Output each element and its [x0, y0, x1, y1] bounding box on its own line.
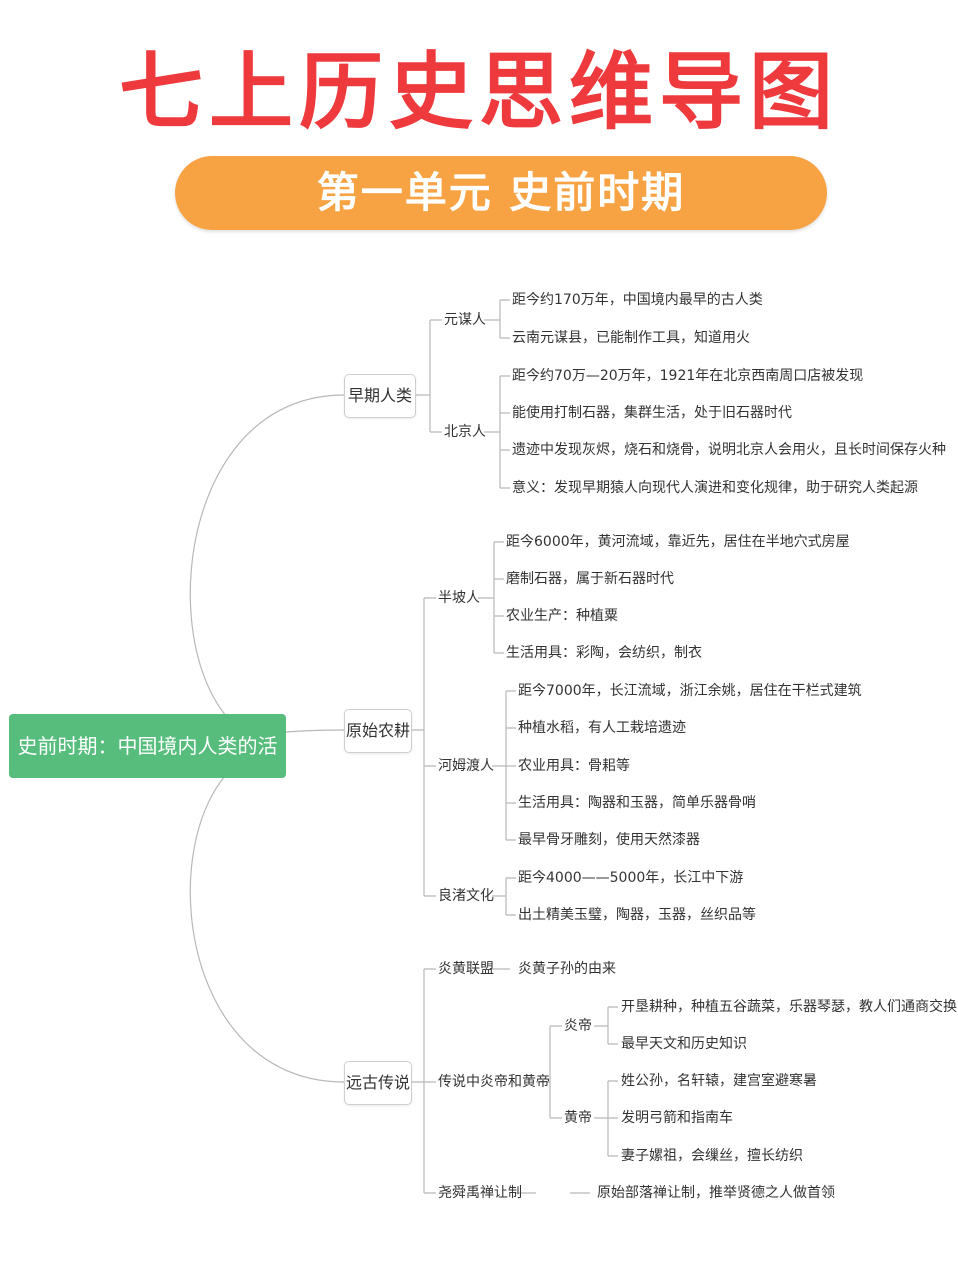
leaf: 能使用打制石器，集群生活，处于旧石器时代 [512, 405, 792, 421]
node-banpo: 半坡人 [438, 590, 480, 606]
unit-banner: 第一单元 史前时期 [175, 156, 827, 230]
leaf: 意义：发现早期猿人向现代人演进和变化规律，助于研究人类起源 [512, 480, 918, 496]
branch-label: 远古传说 [345, 1073, 410, 1092]
leaf: 生活用具：彩陶，会纺织，制衣 [506, 645, 702, 661]
leaf: 妻子嫘祖，会缫丝，擅长纺织 [621, 1148, 803, 1164]
root-node: 史前时期：中国境内人类的活动 [9, 714, 286, 822]
branch-label: 早期人类 [347, 386, 412, 405]
leaf: 发明弓箭和指南车 [621, 1110, 733, 1126]
node-yandi: 炎帝 [564, 1018, 592, 1034]
leaf: 农业生产：种植粟 [506, 608, 618, 624]
branch-primitive-farming: 原始农耕 [344, 709, 412, 753]
node-beijing: 北京人 [444, 424, 486, 440]
leaf: 最早天文和历史知识 [621, 1036, 747, 1052]
connector-root-early [189, 394, 345, 747]
unit-title: 第一单元 史前时期 [316, 168, 686, 217]
leaf: 距今6000年，黄河流域，靠近先，居住在半地穴式房屋 [506, 534, 850, 550]
node-hemudu: 河姆渡人 [438, 758, 494, 774]
leaf: 出土精美玉璧，陶器，玉器，丝织品等 [518, 907, 756, 923]
leaf: 最早骨牙雕刻，使用天然漆器 [518, 832, 700, 848]
leaf: 遗迹中发现灰烬，烧石和烧骨，说明北京人会用火，且长时间保存火种 [512, 442, 946, 458]
leaf: 生活用具：陶器和玉器，简单乐器骨哨 [518, 795, 756, 811]
node-yuanmou: 元谋人 [444, 312, 486, 328]
node-abdication: 尧舜禹禅让制 [438, 1185, 522, 1201]
leaf: 云南元谋县，已能制作工具，知道用火 [512, 330, 750, 346]
leaf: 距今4000——5000年，长江中下游 [518, 870, 744, 886]
node-liangzhu: 良渚文化 [438, 888, 494, 904]
leaf: 距今7000年，长江流域，浙江余姚，居住在干栏式建筑 [518, 683, 862, 699]
leaf: 姓公孙，名轩辕，建宫室避寒暑 [621, 1073, 817, 1089]
leaf: 开垦耕种，种植五谷蔬菜，乐器琴瑟，教人们通商交换 [621, 999, 957, 1015]
node-huangdi: 黄帝 [564, 1110, 592, 1126]
node-emperors: 传说中炎帝和黄帝 [438, 1074, 550, 1090]
leaf: 炎黄子孙的由来 [518, 961, 616, 977]
connector-root-legend [189, 745, 345, 1083]
leaf: 种植水稻，有人工栽培遗迹 [518, 720, 686, 736]
branch-ancient-legends: 远古传说 [344, 1061, 412, 1105]
page-title: 七上历史思维导图 [118, 43, 839, 141]
branch-label: 原始农耕 [345, 721, 410, 740]
leaf: 距今约170万年，中国境内最早的古人类 [512, 292, 763, 308]
branch-early-humans: 早期人类 [344, 374, 416, 418]
leaf: 磨制石器，属于新石器时代 [506, 571, 674, 587]
leaf: 农业用具：骨耜等 [518, 758, 630, 774]
leaf: 距今约70万—20万年，1921年在北京西南周口店被发现 [512, 368, 864, 384]
node-yanhuang-alliance: 炎黄联盟 [438, 961, 494, 977]
leaf: 原始部落禅让制，推举贤德之人做首领 [597, 1185, 835, 1201]
